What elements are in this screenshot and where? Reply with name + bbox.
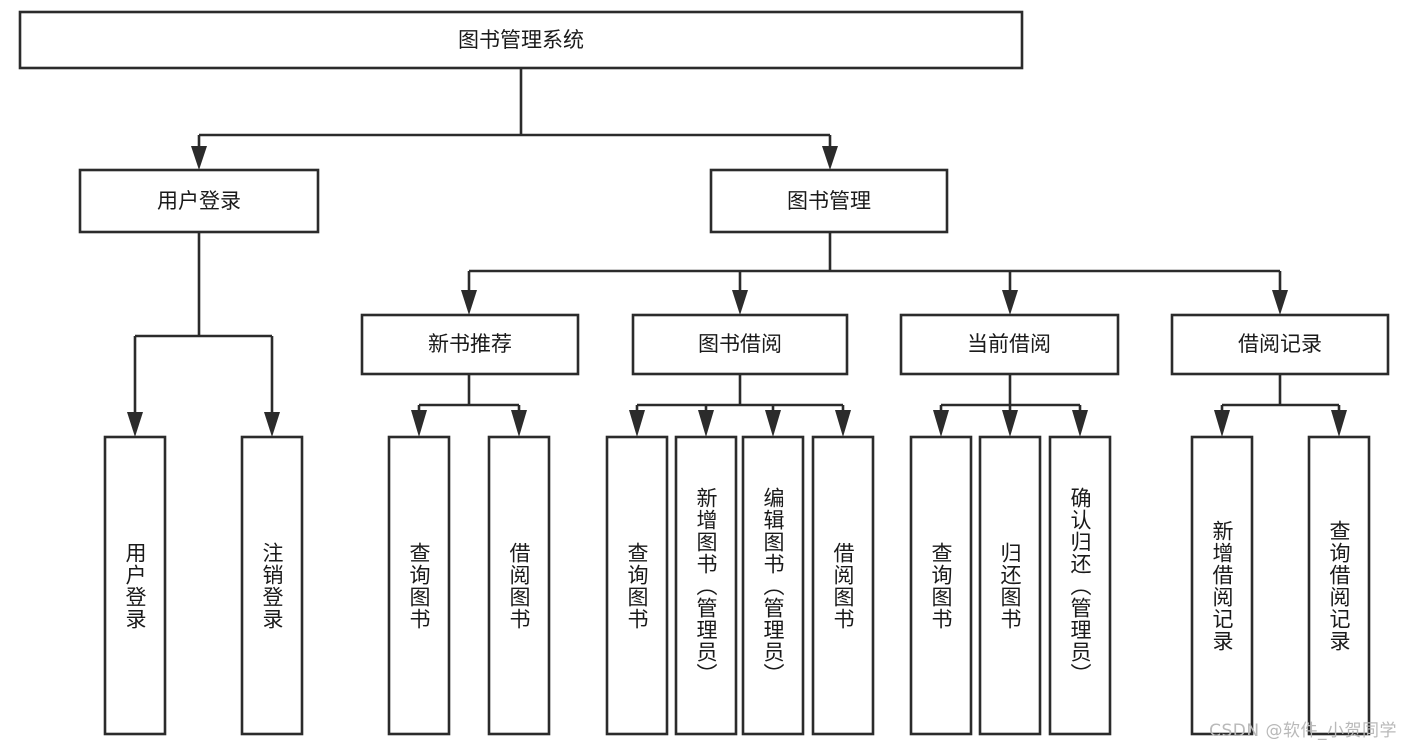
leaf-borrow-book-1-box[interactable] (487, 435, 551, 736)
arrow-head-leaf-query-record (1331, 410, 1347, 437)
arrow-head-leaf-borrow-book-2 (835, 410, 851, 437)
arrow-head-leaf-query-book-1 (411, 410, 427, 437)
leaf-borrow-book-2-box[interactable] (811, 435, 875, 736)
leaf-logout-login-box[interactable] (240, 435, 304, 736)
node-current-borrow[interactable]: 当前借阅 (899, 313, 1120, 376)
leaf-box-layer (103, 435, 1371, 736)
node-book-management-label: 图书管理 (787, 189, 871, 213)
arrow-head-leaf-add-book (698, 410, 714, 437)
node-new-book-recommend[interactable]: 新书推荐 (360, 313, 580, 376)
node-borrow-record-box[interactable] (1170, 313, 1390, 376)
arrow-head-book-management (822, 146, 838, 170)
leaf-query-book-1-box[interactable] (387, 435, 451, 736)
node-new-book-recommend-label: 新书推荐 (428, 332, 512, 356)
node-book-management[interactable]: 图书管理 (709, 168, 949, 234)
leaf-user-login-box[interactable] (103, 435, 167, 736)
leaf-query-book-3-box[interactable] (909, 435, 973, 736)
arrow-head-book-borrow (732, 290, 748, 315)
arrow-head-borrow-record (1272, 290, 1288, 315)
arrow-head-new-book-recommend (461, 290, 477, 315)
node-user-login[interactable]: 用户登录 (78, 168, 320, 234)
arrow-head-leaf-logout-login (264, 412, 280, 437)
node-borrow-record[interactable]: 借阅记录 (1170, 313, 1390, 376)
node-book-borrow-box[interactable] (631, 313, 849, 376)
leaf-add-record-box[interactable] (1190, 435, 1254, 736)
watermark-text: CSDN @软件_小贺同学 (1209, 721, 1397, 741)
arrow-head-leaf-edit-book (765, 410, 781, 437)
node-new-book-recommend-box[interactable] (360, 313, 580, 376)
arrow-head-leaf-borrow-book-1 (511, 410, 527, 437)
connector-layer (127, 68, 1347, 437)
leaf-query-book-2-box[interactable] (605, 435, 669, 736)
arrow-head-leaf-user-login (127, 412, 143, 437)
node-book-management-box[interactable] (709, 168, 949, 234)
node-current-borrow-label: 当前借阅 (967, 332, 1051, 356)
node-book-borrow-label: 图书借阅 (698, 332, 782, 356)
node-root-label: 图书管理系统 (458, 28, 584, 52)
arrow-head-leaf-query-book-2 (629, 410, 645, 437)
leaf-return-book-box[interactable] (978, 435, 1042, 736)
node-user-login-box[interactable] (78, 168, 320, 234)
node-root[interactable]: 图书管理系统 (18, 10, 1024, 70)
arrow-head-leaf-return-book (1002, 410, 1018, 437)
arrow-head-leaf-add-record (1214, 410, 1230, 437)
leaf-edit-book-box[interactable] (741, 435, 805, 736)
leaf-confirm-return-box[interactable] (1048, 435, 1112, 736)
leaf-query-record-box[interactable] (1307, 435, 1371, 736)
arrow-head-leaf-confirm-return (1072, 410, 1088, 437)
arrow-head-leaf-query-book-3 (933, 410, 949, 437)
node-current-borrow-box[interactable] (899, 313, 1120, 376)
node-root-box[interactable] (18, 10, 1024, 70)
node-borrow-record-label: 借阅记录 (1238, 332, 1322, 356)
node-book-borrow[interactable]: 图书借阅 (631, 313, 849, 376)
leaf-add-book-box[interactable] (674, 435, 738, 736)
node-user-login-label: 用户登录 (157, 189, 241, 213)
arrow-head-current-borrow (1002, 290, 1018, 315)
arrow-head-user-login (191, 146, 207, 170)
